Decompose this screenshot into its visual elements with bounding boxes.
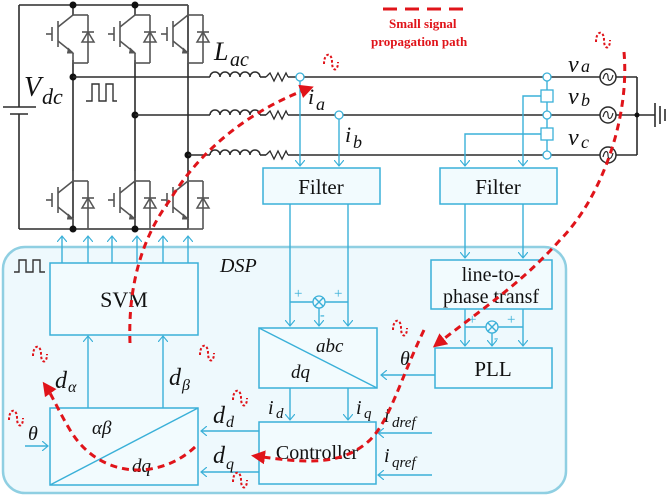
va-sub: a <box>581 56 590 76</box>
sum-minus: - <box>320 308 325 323</box>
pll-inputs: + + - <box>465 309 523 346</box>
abc-dq-bottom: dq <box>291 362 311 383</box>
ac-source-b <box>599 106 617 124</box>
va-label: v <box>568 52 579 78</box>
filter-voltage-block <box>439 167 558 205</box>
pll-sum-plus-1: + <box>468 312 476 328</box>
iqref-label: i <box>384 445 390 467</box>
ib-label: i <box>345 122 351 147</box>
dq-sub: q <box>226 456 234 473</box>
path-grid-to-pll <box>432 51 627 348</box>
sum-plus-1: + <box>294 286 302 302</box>
filter-voltage-label: Filter <box>475 175 521 199</box>
dalpha-label: d <box>55 368 68 394</box>
vb-sub: b <box>581 90 590 110</box>
dd-sub: d <box>226 414 235 431</box>
idref-sub: dref <box>392 415 417 431</box>
vdc-label: V <box>24 72 44 103</box>
voltage-sensing <box>465 72 554 166</box>
vc-label: v <box>568 125 579 151</box>
propagation-path <box>42 51 627 472</box>
pll-sum-plus-2: + <box>507 312 515 328</box>
lac-label: L <box>213 37 228 66</box>
lac-sub: ac <box>230 49 249 71</box>
abc-inputs: + + - <box>290 204 348 326</box>
abc-dq-top: abc <box>316 336 344 357</box>
ab-dq-bottom: dq <box>132 456 152 477</box>
dbeta-sub: β <box>181 377 190 394</box>
gate-signals <box>62 236 188 263</box>
dalpha-sub: α <box>68 379 77 396</box>
perturbation-icon-ia <box>323 53 339 71</box>
pwm-icon-dsp <box>14 259 45 273</box>
ab-dq-top: αβ <box>92 418 112 439</box>
dbeta-label: d <box>169 365 182 391</box>
sum-plus-2: + <box>334 286 342 302</box>
ia-sub: a <box>316 94 325 114</box>
svm-label: SVM <box>100 287 148 312</box>
pll-sum-minus: - <box>494 330 498 345</box>
idref-label: i <box>384 405 390 427</box>
vdc-sub: dc <box>42 84 63 109</box>
path-abc-to-controller <box>251 329 426 465</box>
vc-sub: c <box>581 132 589 152</box>
perturbation-icon-va <box>595 31 611 49</box>
svm-block <box>49 262 199 336</box>
pll-block <box>434 347 553 389</box>
iqref-sub: qref <box>392 455 417 471</box>
pll-label: PLL <box>474 357 511 381</box>
pwm-icon <box>86 83 117 102</box>
id-label: i <box>268 397 274 419</box>
dsp-label: DSP <box>219 255 257 277</box>
line-to-phase-label-1: line-to- <box>462 264 521 286</box>
legend: Small signal propagation path <box>371 7 470 49</box>
line-to-phase-label-2: phase transf <box>443 286 539 308</box>
ia-label: i <box>308 84 314 109</box>
iq-label: i <box>356 397 362 419</box>
current-sensing <box>296 72 343 166</box>
dq-label: d <box>213 443 226 469</box>
ib-sub: b <box>353 132 362 152</box>
path-svm-to-current <box>128 84 314 344</box>
theta-pll-label: θ <box>400 348 410 370</box>
id-sub: d <box>276 406 284 422</box>
ac-source-a <box>599 68 617 86</box>
vb-label: v <box>568 84 579 110</box>
legend-line1: Small signal <box>389 16 457 31</box>
iq-sub: q <box>364 406 372 422</box>
filter-current-label: Filter <box>298 175 344 199</box>
theta-inv-label: θ <box>28 423 38 445</box>
inverter-bridge <box>3 1 210 233</box>
legend-line2: propagation path <box>371 34 468 49</box>
filter-current-block <box>262 167 381 205</box>
dd-label: d <box>213 403 226 429</box>
path-ab-to-dalpha <box>42 381 197 472</box>
